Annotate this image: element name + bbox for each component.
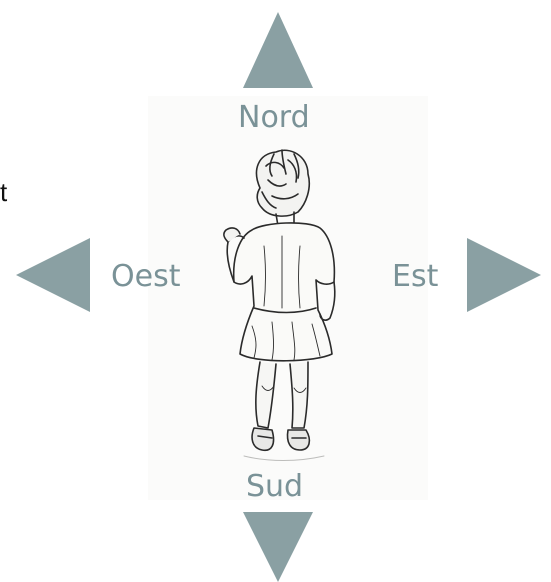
- south-arrow-button[interactable]: [239, 510, 317, 582]
- east-arrow-button[interactable]: [465, 236, 543, 314]
- west-label[interactable]: Oest: [111, 259, 181, 294]
- east-label[interactable]: Est: [392, 259, 439, 294]
- cut-off-text: t.: [0, 178, 8, 206]
- arrow-up-icon: [243, 12, 313, 88]
- character-illustration-panel: [148, 96, 428, 500]
- west-arrow-button[interactable]: [14, 236, 92, 314]
- north-arrow-button[interactable]: [239, 8, 317, 90]
- north-label[interactable]: Nord: [238, 100, 310, 135]
- arrow-right-icon: [467, 238, 541, 312]
- arrow-left-icon: [16, 238, 90, 312]
- child-illustration: [223, 149, 336, 461]
- south-label[interactable]: Sud: [246, 469, 304, 504]
- arrow-down-icon: [243, 512, 313, 582]
